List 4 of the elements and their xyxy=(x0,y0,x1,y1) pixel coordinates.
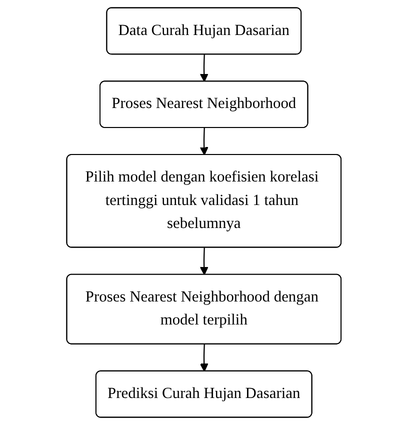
arrow xyxy=(199,344,208,372)
arrow xyxy=(199,248,208,276)
arrow xyxy=(199,128,208,156)
arrow xyxy=(199,54,208,82)
